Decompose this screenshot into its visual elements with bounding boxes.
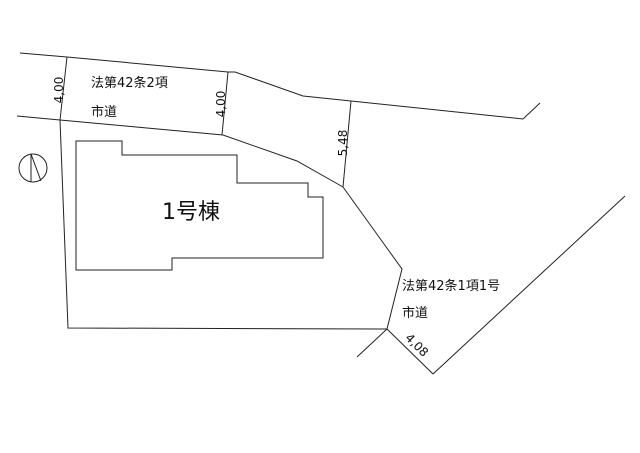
north-road-outer-edge <box>19 52 541 120</box>
southeast-road-law-label: 法第42条1項1号 <box>402 278 500 294</box>
dimension-line-southeast <box>386 328 434 375</box>
site-boundary <box>59 119 403 330</box>
southeast-road-width: 4,08 <box>402 331 431 360</box>
north-road-inner-edge <box>16 115 344 188</box>
southeast-road-outer-edge <box>432 195 626 375</box>
north-road-width-left: 4,00 <box>52 77 66 104</box>
north-arrow-icon <box>18 153 48 183</box>
corner-road-width: 5,48 <box>336 130 350 157</box>
dimension-line-corner <box>342 100 352 188</box>
north-road-type-label: 市道 <box>91 104 117 120</box>
building-label: 1号棟 <box>162 200 220 225</box>
dimension-line-middle <box>221 71 229 136</box>
dimension-line-left <box>59 56 68 121</box>
building-outline <box>75 140 324 271</box>
north-road-width-right: 4,00 <box>214 91 228 118</box>
southeast-road-type-label: 市道 <box>402 305 428 321</box>
southeast-road-edge <box>356 328 388 358</box>
north-road-law-label: 法第42条2項 <box>91 75 168 91</box>
